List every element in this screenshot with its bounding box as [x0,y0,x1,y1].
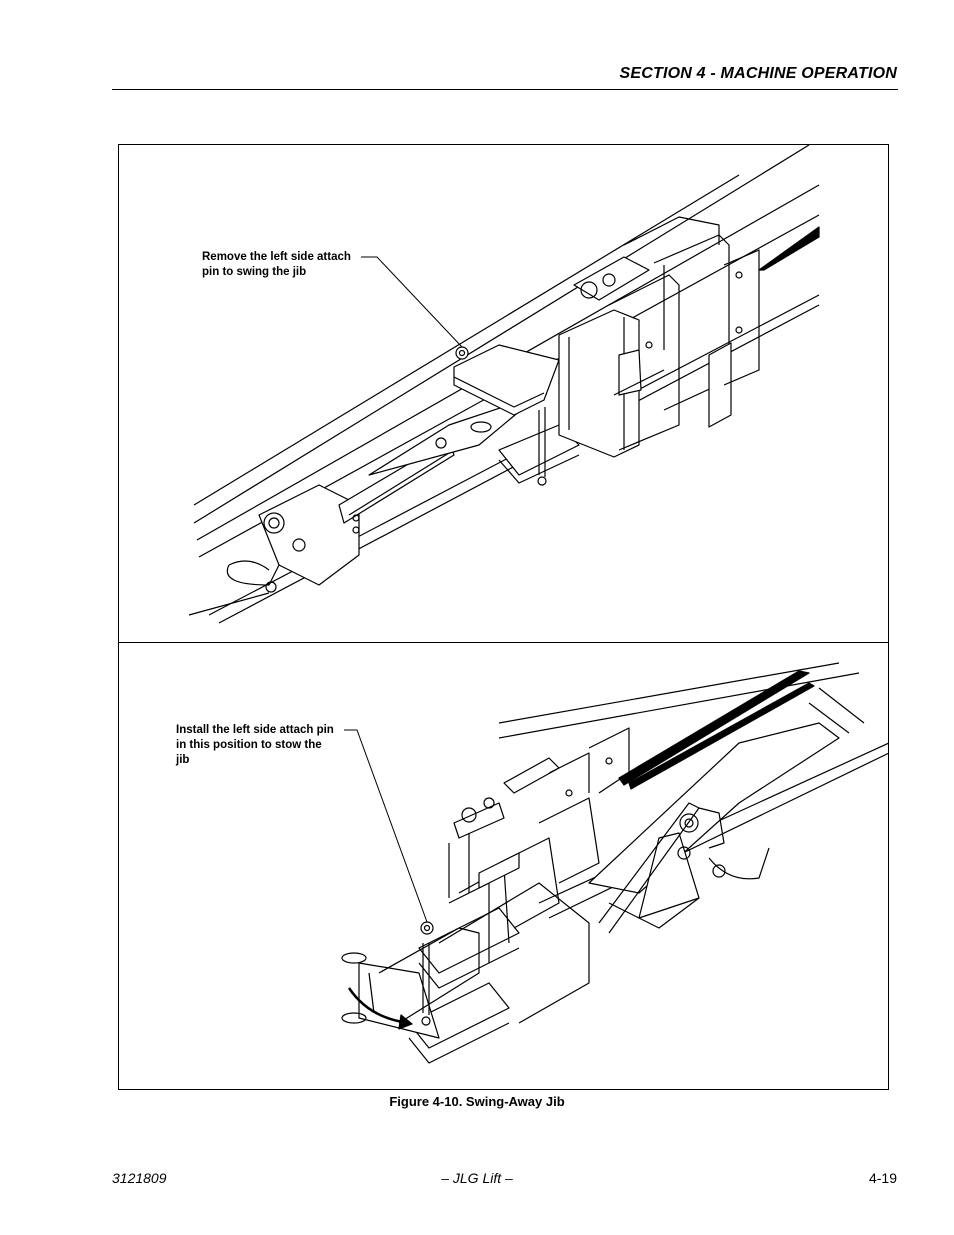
figure-panel-top: Remove the left side attach pin to swing… [119,145,888,643]
footer-page-number: 4-19 [868,1170,897,1186]
figure-caption: Figure 4-10. Swing-Away Jib [389,1094,565,1109]
section-title: SECTION 4 - MACHINE OPERATION [619,65,897,82]
leader-line-bottom [344,729,428,923]
callout-install-pin: Install the left side attach pin in this… [176,724,334,766]
jib-drawing-top [188,145,820,624]
callout-remove-pin: Remove the left side attach pin to swing… [202,251,351,278]
leader-line-top [361,256,463,348]
jib-drawing-bottom [341,662,888,1064]
header-rule [112,89,898,90]
footer-doc-number: 3121809 [112,1170,167,1186]
figure-panel-bottom: Install the left side attach pin in this… [119,643,888,1089]
figure-frame: Remove the left side attach pin to swing… [118,144,889,1090]
footer-publisher: – JLG Lift – [441,1170,513,1186]
